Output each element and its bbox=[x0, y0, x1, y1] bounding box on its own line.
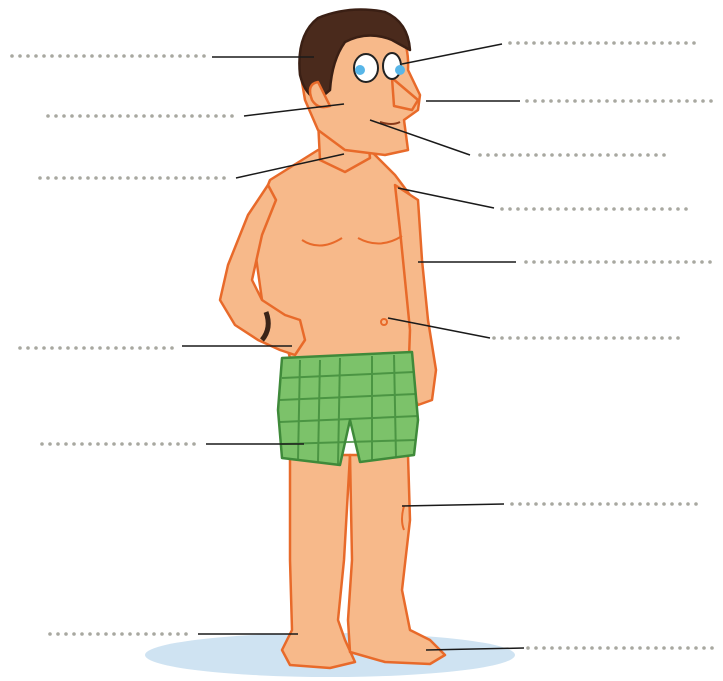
answer-blank-hand bbox=[18, 346, 174, 350]
answer-blank-neck bbox=[38, 176, 226, 180]
pupil-left bbox=[355, 65, 365, 75]
answer-blank-eye bbox=[508, 41, 696, 45]
answer-blank-hair bbox=[10, 54, 206, 58]
answer-blank-stomach bbox=[492, 336, 680, 340]
answer-blank-knee bbox=[510, 502, 698, 506]
left-leg bbox=[282, 455, 355, 668]
answer-blank-ear bbox=[46, 114, 234, 118]
leader-eye bbox=[402, 44, 502, 64]
answer-blank-arm bbox=[524, 260, 712, 264]
answer-blank-toes bbox=[526, 646, 714, 650]
answer-blank-ankle bbox=[48, 632, 188, 636]
answer-blank-chin bbox=[478, 153, 666, 157]
answer-blank-leg bbox=[40, 442, 196, 446]
man-figure bbox=[220, 10, 445, 668]
answer-blank-shoulder bbox=[500, 207, 688, 211]
answer-blank-nose bbox=[525, 99, 713, 103]
right-leg bbox=[348, 455, 445, 664]
leader-knee bbox=[402, 504, 504, 506]
pupil-right bbox=[395, 65, 405, 75]
